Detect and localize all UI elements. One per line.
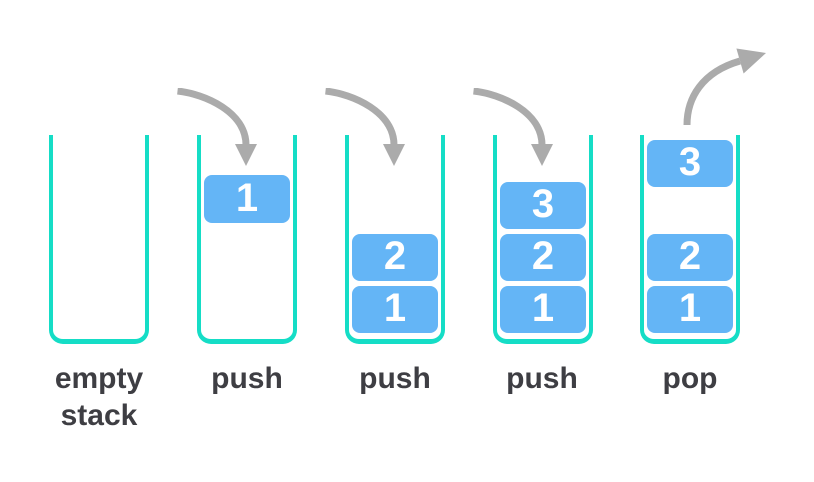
stack-item: 1 bbox=[204, 175, 290, 223]
stack-item-value: 3 bbox=[678, 140, 702, 184]
stack-container-push2: 2 1 bbox=[345, 135, 445, 344]
stack-item-value: 1 bbox=[678, 286, 702, 330]
stack-item: 1 bbox=[352, 286, 438, 333]
stage-label-push: push bbox=[506, 362, 578, 395]
stack-item-value: 2 bbox=[383, 234, 407, 278]
stack-item: 1 bbox=[647, 286, 733, 333]
stack-container-pop: 3 2 1 bbox=[640, 135, 740, 344]
stage-label-empty-stack: empty stack bbox=[54, 362, 144, 432]
stack-item-value: 3 bbox=[531, 182, 555, 226]
stack-item-value: 1 bbox=[531, 286, 555, 330]
stage-label-pop: pop bbox=[662, 362, 718, 395]
stack-item: 2 bbox=[500, 234, 586, 281]
stack-item-value: 1 bbox=[235, 175, 259, 220]
stack-item: 3 bbox=[500, 182, 586, 229]
stack-container-empty bbox=[49, 135, 149, 344]
stack-item: 1 bbox=[500, 286, 586, 333]
stack-item: 2 bbox=[352, 234, 438, 281]
stack-item-value: 1 bbox=[383, 286, 407, 330]
stack-container-push3: 3 2 1 bbox=[493, 135, 593, 344]
stack-container-push1: 1 bbox=[197, 135, 297, 344]
pop-arrow-icon bbox=[683, 48, 766, 126]
stage-label-push: push bbox=[211, 362, 283, 395]
stage-label-push: push bbox=[359, 362, 431, 395]
stack-item: 3 bbox=[647, 140, 733, 187]
stack-item-value: 2 bbox=[531, 234, 555, 278]
stack-item: 2 bbox=[647, 234, 733, 281]
stack-item-value: 2 bbox=[678, 234, 702, 278]
